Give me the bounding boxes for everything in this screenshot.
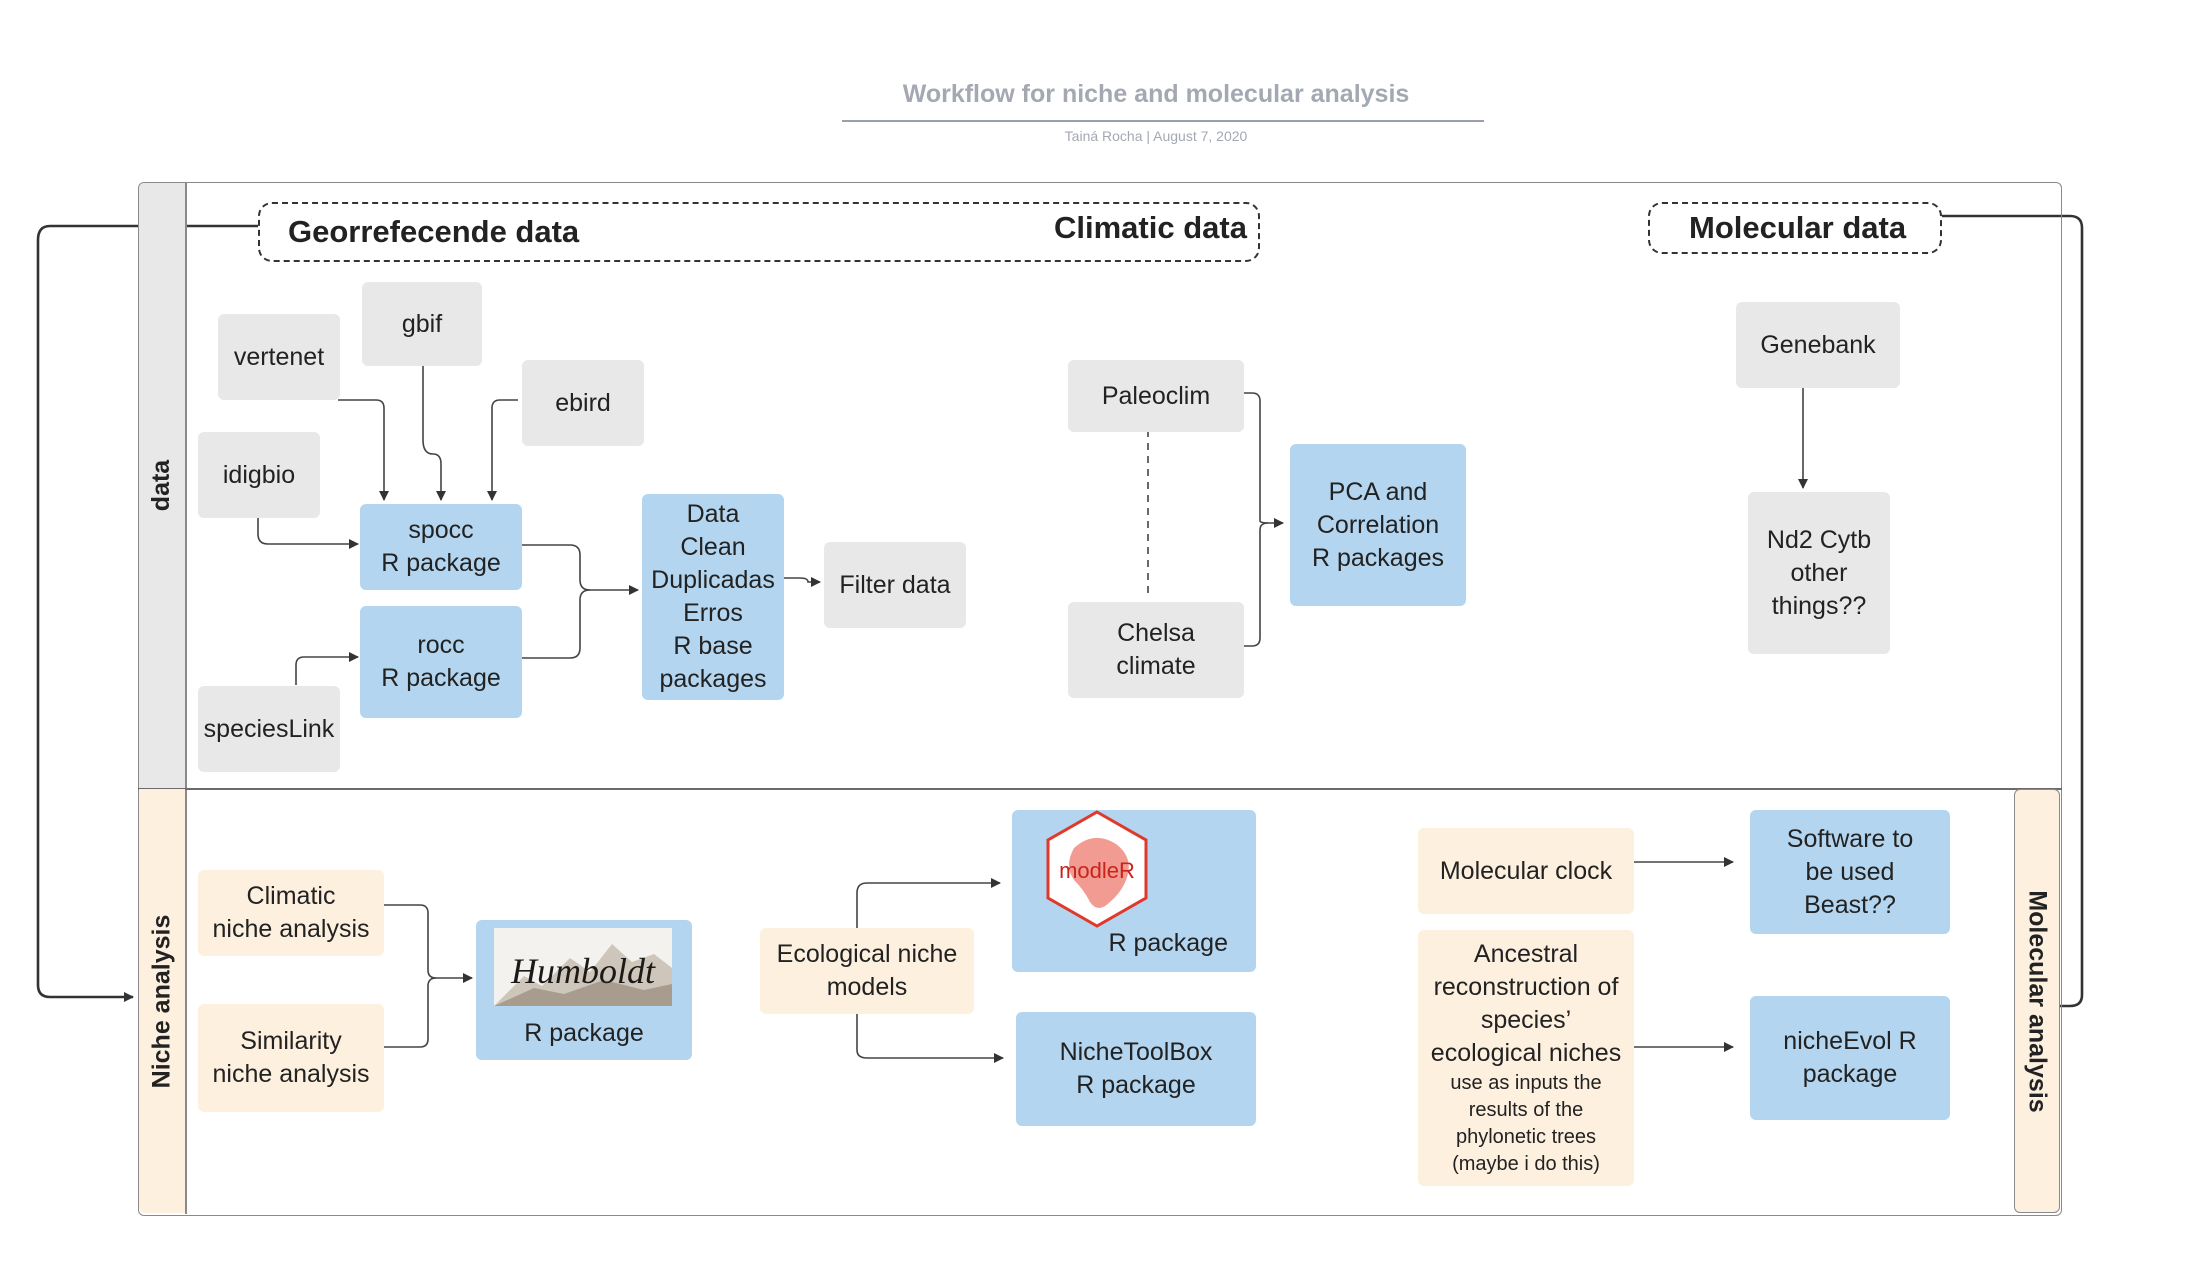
lane-data-label: data: [147, 459, 176, 512]
humboldt-logo: Humboldt: [494, 928, 672, 1006]
node-genebank[interactable]: Genebank: [1736, 302, 1900, 388]
lane-tab-divider: [185, 182, 187, 1214]
edge-ebird-spocc: [487, 399, 518, 501]
lane-molecular-label: Molecular analysis: [2023, 889, 2052, 1113]
modler-package-label: R package: [1108, 929, 1228, 957]
climatic-header-label: Climatic data: [1054, 210, 1247, 245]
edge-dataclean-filter: [780, 577, 821, 587]
node-vertenet[interactable]: vertenet: [218, 314, 340, 400]
edge-eco-nichetoolbox: [856, 1008, 1004, 1063]
node-spocc[interactable]: spocc R package: [360, 504, 522, 590]
title-underline: [842, 120, 1484, 122]
node-idigbio[interactable]: idigbio: [198, 432, 320, 518]
node-similarity-niche[interactable]: Similarity niche analysis: [198, 1004, 384, 1112]
molecular-header-label: Molecular data: [1689, 210, 1907, 245]
edge-molecular-to-molecularlane: [1930, 214, 2084, 1011]
node-eco-niche[interactable]: Ecological niche models: [760, 928, 974, 1014]
molecular-header: [1648, 202, 1942, 254]
edge-specieslink-rocc: [295, 652, 359, 685]
node-ebird[interactable]: ebird: [522, 360, 644, 446]
edge-simniche-humboldt: [382, 977, 437, 1048]
node-gbif[interactable]: gbif: [362, 282, 482, 366]
lane-divider: [138, 788, 2062, 790]
edge-georef-to-niche: [36, 224, 258, 1002]
humboldt-logo-text: Humboldt: [510, 951, 656, 991]
node-chelsa[interactable]: Chelsa climate: [1068, 602, 1244, 698]
node-software[interactable]: Software to be used Beast??: [1750, 810, 1950, 934]
ancestral-title: Ancestral reconstruction of species’ eco…: [1430, 940, 1622, 1067]
edge-idigbio-spocc: [257, 515, 359, 549]
page-title: Workflow for niche and molecular analysi…: [902, 80, 1410, 108]
node-ancestral[interactable]: Ancestral reconstruction of species’ eco…: [1418, 930, 1634, 1186]
node-climatic-niche[interactable]: Climatic niche analysis: [198, 870, 384, 956]
edge-eco-modler: [856, 878, 1001, 928]
diagram-frame: [138, 182, 2062, 1216]
humboldt-package-label: R package: [524, 1019, 644, 1047]
ancestral-note: use as inputs the results of the phylone…: [1450, 1072, 1602, 1175]
node-molecular-clock[interactable]: Molecular clock: [1418, 828, 1634, 914]
node-nichetoolbox[interactable]: NicheToolBox R package: [1016, 1012, 1256, 1126]
edge-chelsa-pca: [1240, 522, 1269, 647]
node-rocc[interactable]: rocc R package: [360, 606, 522, 718]
node-pca[interactable]: PCA and Correlation R packages: [1290, 444, 1466, 606]
edge-rocc-dataclean: [520, 589, 591, 659]
modler-logo-text: modleR: [1059, 858, 1135, 883]
edge-spocc-dataclean: [520, 544, 639, 595]
edge-gbif-spocc: [422, 362, 446, 501]
edge-climniche-humboldt: [382, 904, 473, 983]
node-nicheevol[interactable]: nicheEvol R package: [1750, 996, 1950, 1120]
page-subtitle: Tainá Rocha | August 7, 2020: [1064, 128, 1248, 144]
node-nd2[interactable]: Nd2 Cytb other things??: [1748, 492, 1890, 654]
node-paleoclim[interactable]: Paleoclim: [1068, 360, 1244, 432]
lane-molecular: Molecular analysis: [2014, 789, 2060, 1213]
node-data-clean[interactable]: Data Clean Duplicadas Erros R base packa…: [642, 494, 784, 700]
lane-data: data: [139, 183, 185, 788]
node-specieslink[interactable]: speciesLink: [198, 686, 340, 772]
georef-climatic-header: [258, 202, 1260, 262]
georef-header-label: Georrefecende data: [288, 214, 580, 249]
node-filter-data[interactable]: Filter data: [824, 542, 966, 628]
lane-niche: Niche analysis: [139, 789, 185, 1213]
edge-vertenet-spocc: [338, 399, 389, 501]
modler-logo: modleR: [1046, 810, 1148, 928]
lane-niche-label: Niche analysis: [147, 914, 176, 1088]
